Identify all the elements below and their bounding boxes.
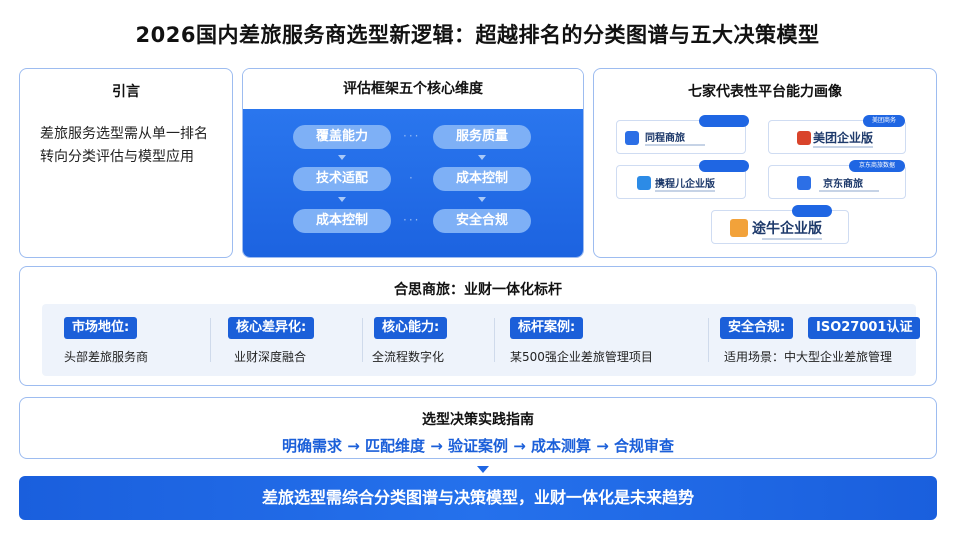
iso-badge: ISO27001认证 [808,317,921,339]
down-arrow-icon [338,155,346,160]
tuniu-logo-icon [730,219,748,237]
guide-title: 选型决策实践指南 [422,412,534,428]
feature-market-position: 市场地位: 头部差旅服务商 [64,304,204,376]
dimension-pill-cost-2: 成本控制 [293,209,391,233]
framework-title: 评估框架五个核心维度 [243,69,583,109]
connector-dots: · [409,171,415,185]
logo-tag [699,115,749,127]
logo-tag [792,205,832,217]
down-arrow-icon [477,466,489,473]
down-arrow-icon [338,197,346,202]
down-arrow-icon [478,197,486,202]
intro-body: 差旅服务选型需从单一排名转向分类评估与模型应用 [40,126,208,165]
tongcheng-logo-icon [625,131,639,145]
benchmark-features: 市场地位: 头部差旅服务商 核心差异化: 业财深度融合 核心能力: 全流程数字化… [42,304,921,376]
platform-logo-tongcheng: 同程商旅 [616,115,749,154]
logo-tag [699,160,749,172]
down-arrow-icon [478,155,486,160]
feature-core-capability: 核心能力: 全流程数字化 [372,304,492,376]
feature-differentiation: 核心差异化: 业财深度融合 [228,304,358,376]
logo-tag: 美团商务 [863,115,905,127]
divider [362,318,363,362]
dimension-pill-coverage: 覆盖能力 [293,125,391,149]
dimension-pill-cost: 成本控制 [433,167,531,191]
intro-card: 引言 差旅服务选型需从单一排名转向分类评估与模型应用 [19,68,233,258]
jd-logo-icon [797,176,811,190]
dimension-pill-tech: 技术适配 [293,167,391,191]
divider [494,318,495,362]
platforms-title: 七家代表性平台能力画像 [688,84,842,100]
logo-tag: 京东商旅数据 [849,160,905,172]
page-title: 2026国内差旅服务商选型新逻辑：超越排名的分类图谱与五大决策模型 [135,23,820,47]
divider [708,318,709,362]
framework-card: 评估框架五个核心维度 覆盖能力 ··· 服务质量 技术适配 · 成本控制 成本控… [242,68,584,258]
connector-dots: ··· [403,129,421,143]
guide-card: 选型决策实践指南 明确需求 → 匹配维度 → 验证案例 → 成本测算 → 合规审… [19,397,937,459]
benchmark-title: 合思商旅：业财一体化标杆 [394,282,562,298]
connector-dots: ··· [403,213,421,227]
feature-compliance: 安全合规: ISO27001认证 适用场景：中大型企业差旅管理 [720,304,921,376]
platform-logo-tuniu: 途牛企业版 [711,205,849,244]
dimension-pill-service: 服务质量 [433,125,531,149]
conclusion-banner: 差旅选型需综合分类图谱与决策模型，业财一体化是未来趋势 [19,476,937,520]
guide-steps: 明确需求 → 匹配维度 → 验证案例 → 成本测算 → 合规审查 [281,437,675,455]
platform-logo-meituan: 美团企业版 美团商务 [768,115,906,154]
meituan-logo-icon [797,131,811,145]
platform-logo-ctrip: 携程儿企业版 [616,160,749,199]
ctrip-logo-icon [637,176,651,190]
platform-logo-jd: 京东商旅 京东商旅数据 [768,160,906,199]
divider [210,318,211,362]
framework-body: 覆盖能力 ··· 服务质量 技术适配 · 成本控制 成本控制 ··· 安全合规 [243,109,583,257]
dimension-pill-compliance: 安全合规 [433,209,531,233]
intro-title: 引言 [112,84,140,100]
benchmark-card: 合思商旅：业财一体化标杆 市场地位: 头部差旅服务商 核心差异化: 业财深度融合… [19,266,937,386]
feature-benchmark-case: 标杆案例: 某500强企业差旅管理项目 [510,304,700,376]
platforms-card: 七家代表性平台能力画像 同程商旅 美团企业版 美团商务 携程儿企业版 京东商旅 … [593,68,937,258]
